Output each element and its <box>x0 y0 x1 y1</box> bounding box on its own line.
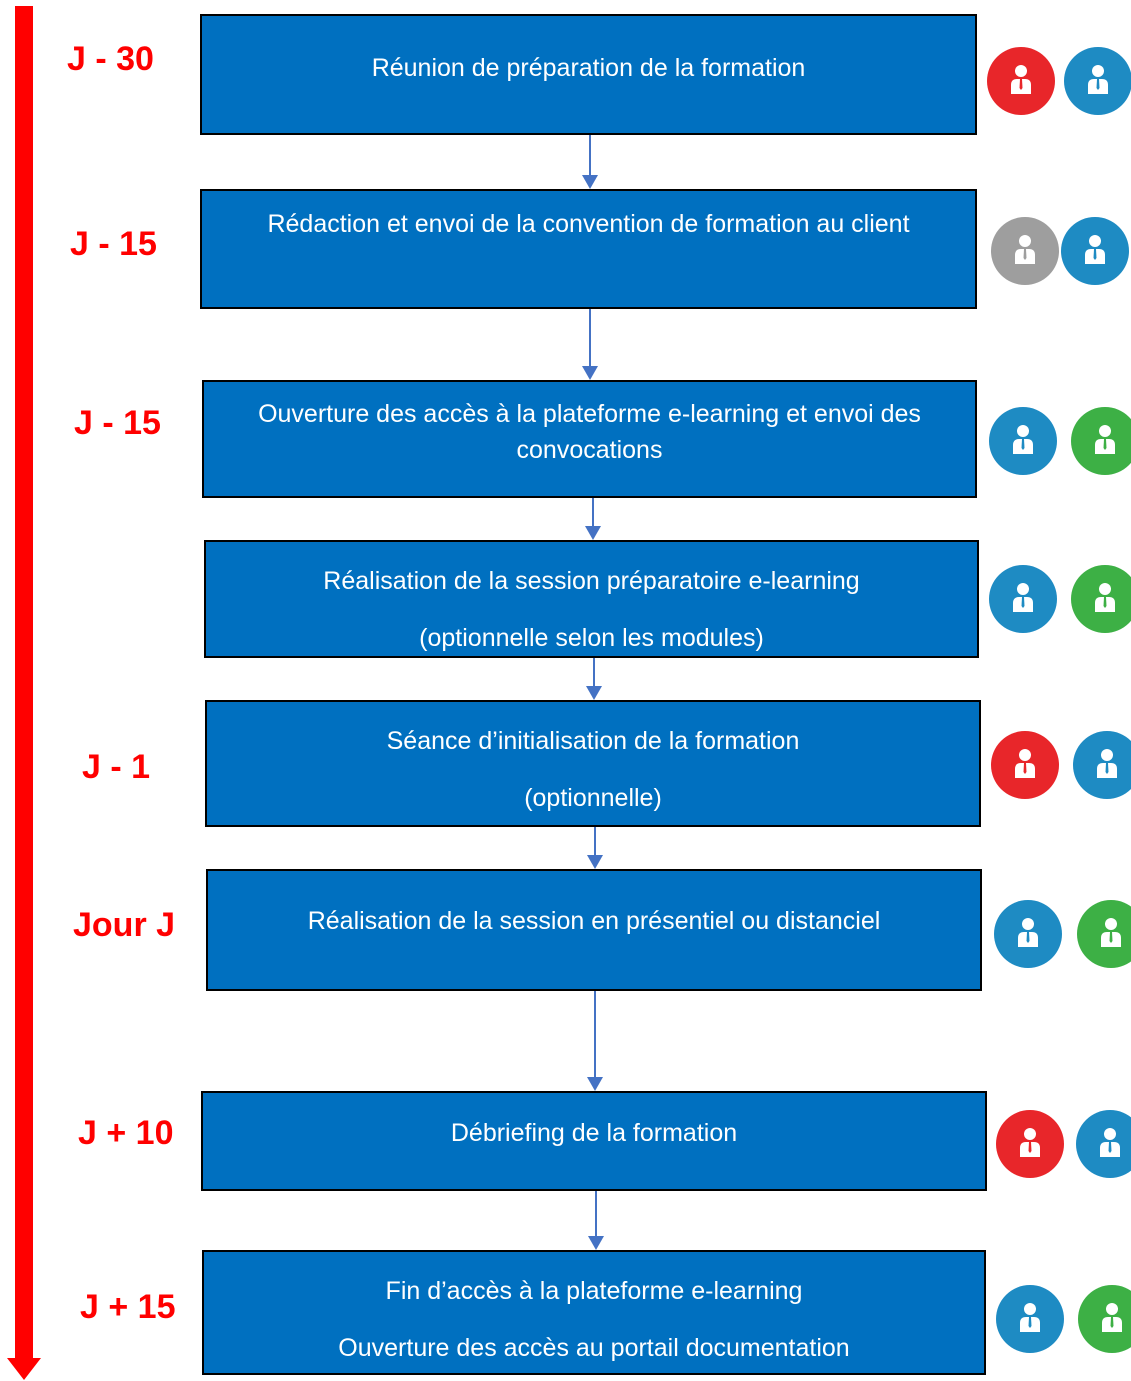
step-box: Débriefing de la formation <box>201 1091 987 1191</box>
step-text: Rédaction et envoi de la convention de f… <box>267 210 910 238</box>
step-text: Fin d’accès à la plateforme e-learning <box>385 1277 803 1305</box>
blue-user-icon <box>989 407 1057 475</box>
step-text: Ouverture des accès au portail documenta… <box>338 1334 850 1362</box>
green-user-icon <box>1078 1285 1131 1353</box>
blue-user-icon <box>1073 731 1131 799</box>
blue-user-icon <box>996 1285 1064 1353</box>
day-label: J - 30 <box>67 40 154 78</box>
step-box: Réunion de préparation de la formation <box>200 14 977 135</box>
blue-user-icon <box>1064 47 1131 115</box>
green-user-icon <box>1071 565 1131 633</box>
red-user-icon <box>996 1110 1064 1178</box>
day-label: J + 15 <box>80 1288 176 1326</box>
blue-user-icon <box>989 565 1057 633</box>
step-text: Ouverture des accès à la plateforme e-le… <box>258 400 921 464</box>
step-text: Réalisation de la session en présentiel … <box>307 907 881 935</box>
blue-user-icon <box>1076 1110 1131 1178</box>
step-text: Séance d’initialisation de la formation <box>386 727 800 755</box>
step-box: Réalisation de la session en présentiel … <box>206 869 982 991</box>
day-label: Jour J <box>73 906 176 944</box>
step-text: (optionnelle selon les modules) <box>419 624 764 652</box>
step-box: Ouverture des accès à la plateforme e-le… <box>202 380 977 498</box>
day-label: J - 15 <box>74 404 161 442</box>
step-box: Séance d’initialisation de la formation (… <box>205 700 981 827</box>
blue-user-icon <box>994 900 1062 968</box>
step-text: Réunion de préparation de la formation <box>371 54 806 82</box>
step-box: Réalisation de la session préparatoire e… <box>204 540 979 658</box>
day-label: J + 10 <box>78 1114 174 1152</box>
timeline-bar <box>15 6 33 1358</box>
red-user-icon <box>991 731 1059 799</box>
day-label: J - 15 <box>70 225 157 263</box>
step-text: Réalisation de la session préparatoire e… <box>323 567 860 595</box>
step-box: Rédaction et envoi de la convention de f… <box>200 189 977 309</box>
green-user-icon <box>1077 900 1131 968</box>
red-user-icon <box>987 47 1055 115</box>
blue-user-icon <box>1061 217 1129 285</box>
green-user-icon <box>1071 407 1131 475</box>
step-text: (optionnelle) <box>524 784 662 812</box>
day-label: J - 1 <box>82 748 151 786</box>
timeline-arrowhead <box>7 1358 41 1380</box>
grey-user-icon <box>991 217 1059 285</box>
step-text: Débriefing de la formation <box>450 1119 738 1147</box>
